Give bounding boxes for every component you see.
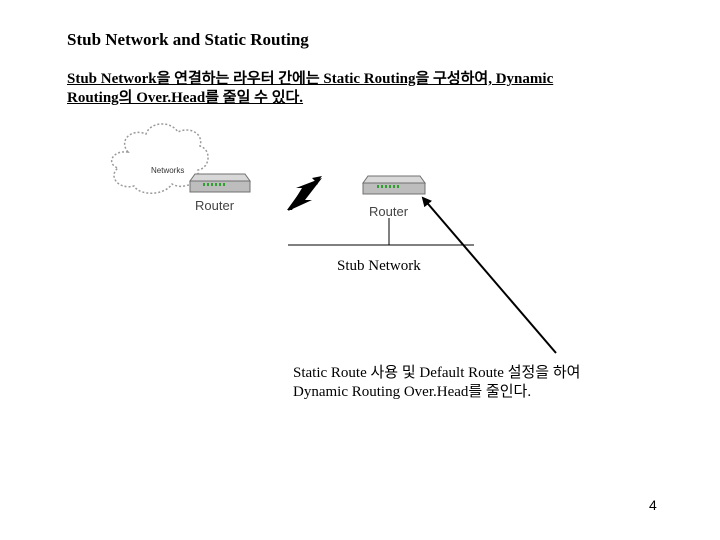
note-line-1: Static Route 사용 및 Default Route 설정을 하여: [293, 365, 581, 381]
serial-link-bolt-icon: [288, 178, 322, 211]
intro-line-1: Stub Network을 연결하는 라우터 간에는 Static Routin…: [67, 71, 554, 87]
page-number: 4: [649, 497, 657, 513]
stub-network-label: Stub Network: [337, 258, 421, 274]
cloud-label: Networks: [151, 166, 184, 175]
intro-text: Stub Network을 연결하는 라우터 간에는 Static Routin…: [67, 70, 627, 108]
callout-note: Static Route 사용 및 Default Route 설정을 하여 D…: [293, 364, 580, 402]
router-left-icon: Router: [189, 173, 251, 213]
router-right-label: Router: [369, 204, 409, 219]
router-right-icon: Router: [362, 175, 426, 219]
note-line-2: Dynamic Routing Over.Head를 줄인다.: [293, 384, 532, 400]
network-cloud-icon: Networks: [110, 123, 209, 194]
intro-line-2: Routing의 Over.Head를 줄일 수 있다.: [67, 90, 304, 106]
callout-arrow: [421, 196, 557, 354]
slide-title: Stub Network and Static Routing: [67, 30, 309, 49]
router-left-label: Router: [195, 198, 235, 213]
